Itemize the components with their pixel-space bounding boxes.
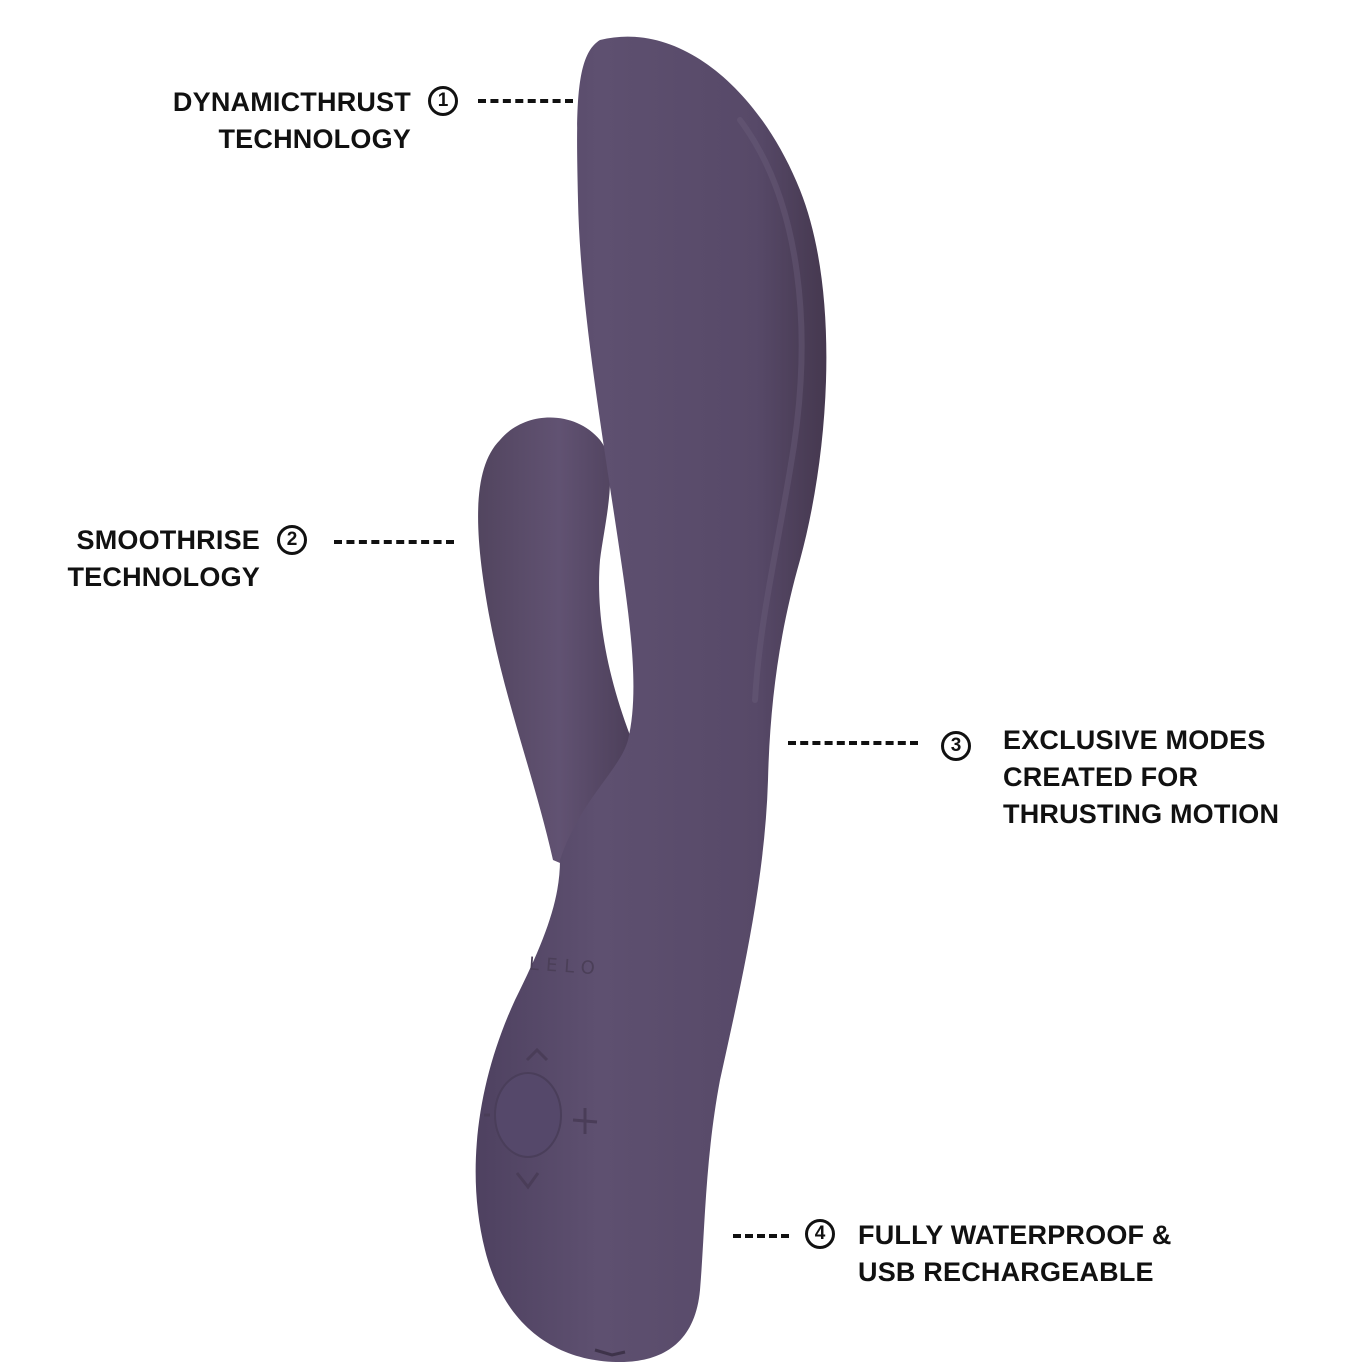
up-arrow-icon[interactable] [525,1047,549,1062]
control-panel [484,1047,598,1190]
callout-1-leader-line [478,99,573,103]
charging-port [594,1348,626,1357]
short-arm-shape [478,417,640,880]
callout-4-number-badge: 4 [805,1219,835,1249]
callout-4-line-1: FULLY WATERPROOF & [858,1220,1172,1250]
callout-2-leader-line [334,540,454,544]
callout-exclusive-modes: EXCLUSIVE MODES CREATED FOR THRUSTING MO… [1003,722,1333,833]
callout-3-line-2: CREATED FOR [1003,762,1199,792]
callout-3-line-1: EXCLUSIVE MODES [1003,725,1266,755]
callout-dynamicthrust: DYNAMICTHRUST TECHNOLOGY [133,84,411,158]
callout-3-leader-line [788,741,918,745]
callout-waterproof: FULLY WATERPROOF & USB RECHARGEABLE [858,1217,1238,1291]
center-button[interactable] [494,1072,562,1158]
callout-smoothrise: SMOOTHRISE TECHNOLOGY [40,522,260,596]
down-arrow-icon[interactable] [515,1172,540,1190]
plus-icon[interactable] [572,1108,598,1134]
callout-2-number-badge: 2 [277,525,307,555]
callout-2-line-1: SMOOTHRISE [76,525,260,555]
callout-1-line-2: TECHNOLOGY [218,124,411,154]
callout-4-leader-line [733,1234,789,1238]
callout-1-line-1: DYNAMICTHRUST [172,87,411,117]
callout-4-line-2: USB RECHARGEABLE [858,1257,1154,1287]
callout-2-line-2: TECHNOLOGY [67,562,260,592]
main-shaft-shape [475,36,827,1362]
callout-3-number-badge: 3 [941,731,971,761]
shaft-edge-highlight [737,117,805,703]
callout-3-line-3: THRUSTING MOTION [1003,799,1280,829]
brand-mark: LELO [528,953,602,979]
callout-1-number-badge: 1 [428,86,458,116]
